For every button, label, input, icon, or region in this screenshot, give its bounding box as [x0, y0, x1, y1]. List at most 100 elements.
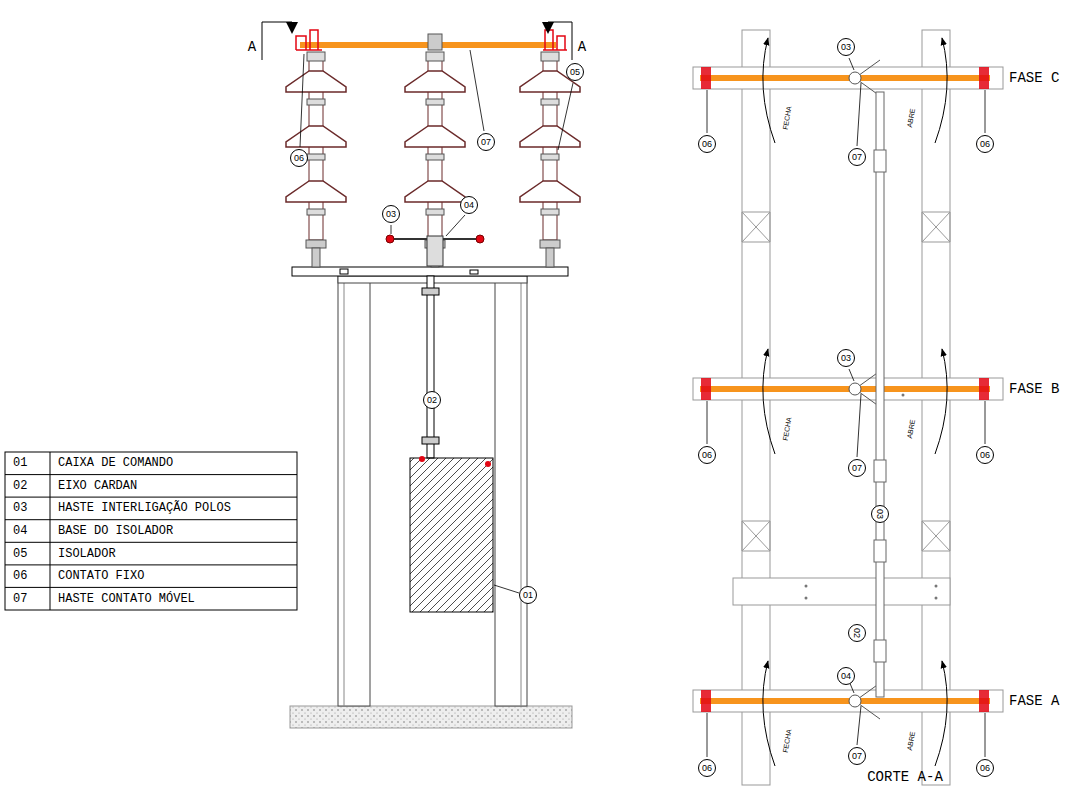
- bolt: [805, 585, 808, 588]
- direction-label: FECHA: [781, 105, 792, 132]
- phase-c: [693, 38, 1003, 143]
- leader-line: [300, 54, 304, 147]
- callout-number: 07: [848, 148, 866, 166]
- fixed-contact: [296, 30, 322, 50]
- callout-number: 02: [423, 391, 441, 409]
- callout-number: 06: [698, 135, 716, 153]
- rod-end: [476, 235, 484, 243]
- direction-label: FECHA: [781, 728, 792, 755]
- callout-number: 06: [290, 149, 308, 167]
- callout-number: 07: [477, 133, 495, 151]
- bolt: [902, 394, 905, 397]
- table-cell: ISOLADOR: [58, 548, 116, 560]
- callout-number: 06: [698, 759, 716, 777]
- leader-line: [857, 394, 861, 457]
- callout-number: 03: [871, 505, 889, 523]
- table-cell: 04: [13, 525, 27, 537]
- leader-line: [985, 90, 986, 133]
- leader-line: [446, 215, 465, 236]
- parts-table: [5, 452, 297, 610]
- brace-box: [742, 521, 770, 551]
- insulator: [405, 52, 465, 267]
- table-cell: 07: [13, 593, 27, 605]
- table-cell: 02: [13, 480, 27, 492]
- support-leg: [495, 276, 527, 706]
- table-cell: 05: [13, 548, 27, 560]
- callout-number: 03: [382, 205, 400, 223]
- callout-number: 02: [848, 624, 866, 642]
- shaft-coupling: [874, 540, 886, 562]
- leader-line: [391, 225, 392, 234]
- mechanism-crossbar: [733, 578, 950, 605]
- section-arrow: [542, 22, 554, 34]
- callout-number: 07: [848, 747, 866, 765]
- callout-number: 06: [976, 759, 994, 777]
- table-cell: CAIXA DE COMANDO: [58, 457, 173, 469]
- shaft-coupling: [874, 460, 886, 482]
- bolt: [935, 597, 938, 600]
- table-cell: 06: [13, 570, 27, 582]
- table-cell: BASE DO ISOLADOR: [58, 525, 173, 537]
- phase-label: FASE A: [1009, 694, 1059, 708]
- phase-a: [693, 661, 1003, 766]
- direction-label: ABRE: [906, 730, 917, 752]
- phase-label: FASE B: [1009, 382, 1059, 396]
- rod-clamp: [428, 34, 442, 50]
- table-cell: HASTE INTERLIGAÇÃO POLOS: [58, 502, 231, 514]
- ground: [290, 706, 572, 728]
- rod-end: [386, 235, 394, 243]
- section-mark: [548, 22, 572, 60]
- callout-number: 04: [837, 667, 855, 685]
- leg-edge: [344, 283, 345, 706]
- table-cell: EIXO CARDAN: [58, 480, 137, 492]
- shaft-joint: [422, 437, 439, 444]
- callout-number: 06: [976, 446, 994, 464]
- insulator: [286, 52, 346, 267]
- leader-line: [558, 83, 573, 150]
- shaft-coupling: [874, 640, 886, 662]
- shaft-joint: [422, 288, 439, 295]
- insulator-base-bearing: [427, 236, 443, 266]
- cardan-shaft: [427, 276, 434, 458]
- direction-label: ABRE: [906, 418, 917, 440]
- box-detail: [419, 456, 425, 462]
- callout-number: 07: [848, 459, 866, 477]
- control-box: [410, 458, 493, 612]
- insulator: [520, 52, 580, 267]
- leg-edge: [521, 283, 522, 706]
- brace-box: [742, 212, 770, 242]
- bolt: [340, 269, 348, 274]
- leader-line: [707, 713, 708, 757]
- leader-line: [985, 401, 986, 444]
- bolt: [805, 597, 808, 600]
- table-cell: 03: [13, 502, 27, 514]
- leader-line: [707, 401, 708, 444]
- support-leg: [338, 276, 370, 706]
- base-plate: [292, 267, 568, 276]
- leader-line: [470, 50, 484, 131]
- table-cell: HASTE CONTATO MÓVEL: [58, 593, 195, 605]
- leader-line: [985, 713, 986, 757]
- shaft-coupling: [874, 150, 886, 172]
- leader-line: [857, 83, 861, 146]
- interlink-shaft: [876, 92, 884, 697]
- view-label: CORTE A-A: [867, 770, 943, 784]
- direction-label: ABRE: [906, 107, 917, 129]
- bolt: [470, 270, 478, 274]
- leader-line: [857, 706, 861, 745]
- section-arrow: [286, 22, 298, 34]
- box-detail: [485, 461, 491, 467]
- bolt: [935, 585, 938, 588]
- table-cell: CONTATO FIXO: [58, 570, 144, 582]
- leader-line: [707, 90, 708, 133]
- leader-line: [494, 585, 519, 593]
- callout-number: 05: [566, 63, 584, 81]
- phase-label: FASE C: [1009, 71, 1059, 85]
- table-cell: 01: [13, 457, 27, 469]
- callout-number: 06: [698, 446, 716, 464]
- table-grid: [5, 452, 297, 610]
- section-mark: [262, 22, 292, 60]
- callout-number: 01: [519, 586, 537, 604]
- brace-box: [922, 212, 950, 242]
